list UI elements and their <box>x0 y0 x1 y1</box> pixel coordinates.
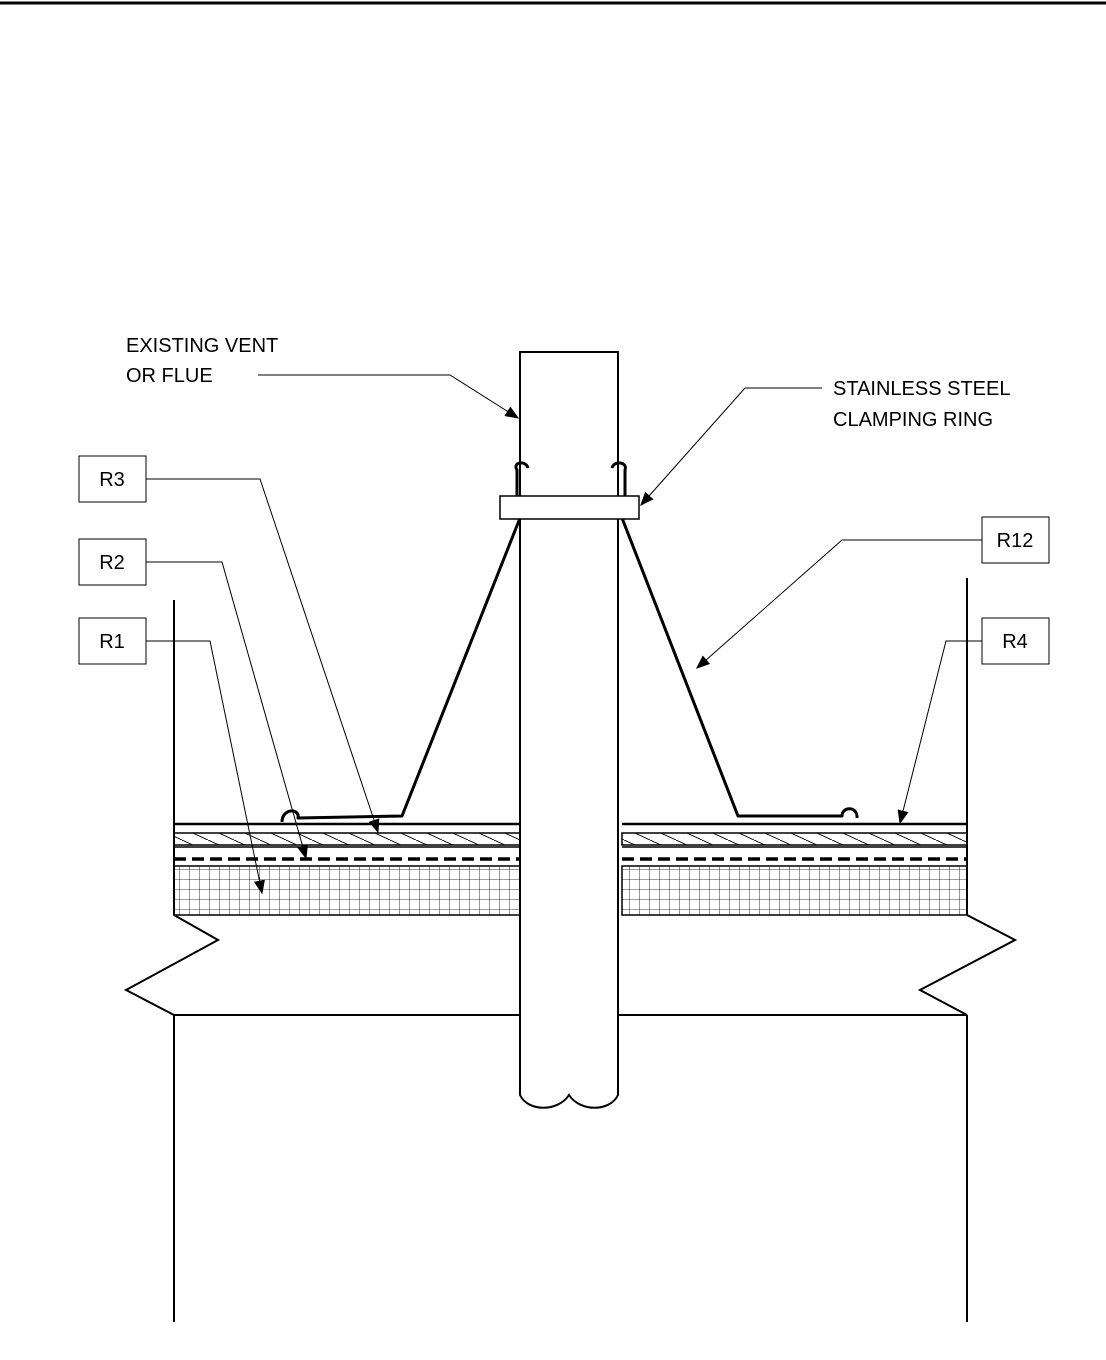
tag-r12: R12 <box>997 530 1034 552</box>
wall-outline-right <box>917 578 1018 1322</box>
vent-pipe <box>519 351 619 1109</box>
callout-ring-line2: CLAMPING RING <box>833 409 993 431</box>
wall-outline-left <box>123 600 221 1322</box>
ring-hooks <box>514 461 627 496</box>
tag-r3: R3 <box>99 469 125 491</box>
leader-r4 <box>897 640 982 825</box>
tag-r4-box <box>981 617 1050 665</box>
leader-vent <box>258 374 520 419</box>
cover-board-left <box>173 832 521 846</box>
leader-r1 <box>146 640 265 895</box>
clamping-ring <box>499 495 640 520</box>
leader-r12 <box>695 539 982 669</box>
insulation-layer-right <box>621 865 968 916</box>
leader-r2 <box>146 561 308 860</box>
tag-r2: R2 <box>99 552 125 574</box>
cover-board-right <box>621 832 968 846</box>
tag-r12-box <box>981 516 1050 564</box>
callout-vent-line1: EXISTING VENT <box>126 335 278 357</box>
flashing-cone <box>280 517 859 823</box>
tag-r3-box <box>78 455 147 503</box>
leader-r3 <box>146 478 380 834</box>
callout-ring-line1: STAINLESS STEEL <box>833 378 1010 400</box>
callout-vent-line2: OR FLUE <box>126 365 213 387</box>
tag-r4: R4 <box>1002 631 1028 653</box>
tag-r1: R1 <box>99 631 125 653</box>
insulation-layer-left <box>173 865 521 916</box>
leader-ring <box>640 387 822 507</box>
tag-r2-box <box>78 538 147 586</box>
tag-r1-box <box>78 617 147 665</box>
